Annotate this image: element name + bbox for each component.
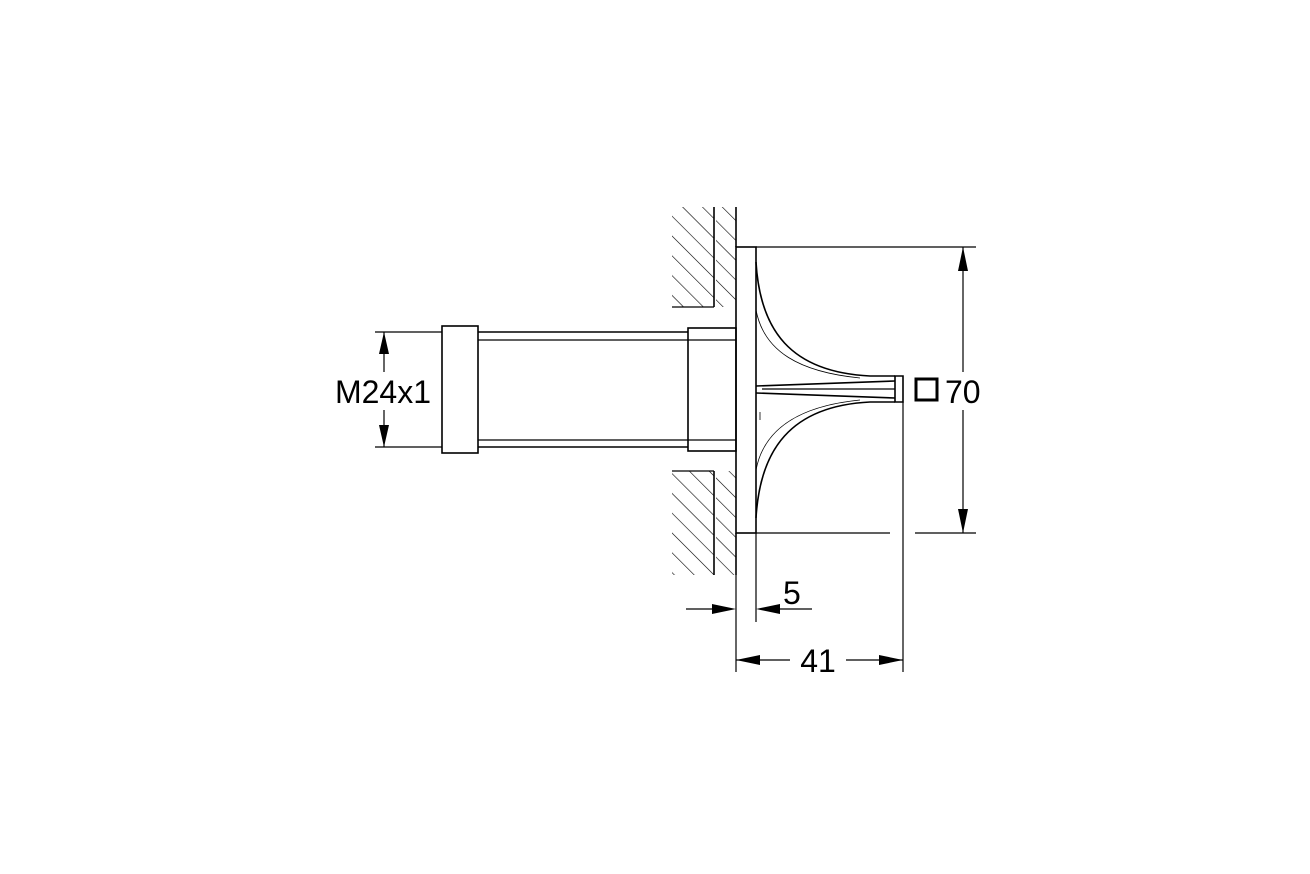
- spindle-collar: [687, 327, 737, 452]
- wall-offset-label: 5: [783, 575, 801, 611]
- thread-nut: [441, 325, 479, 454]
- threaded-spindle: [441, 325, 737, 454]
- dimension-square-size: 70: [756, 246, 981, 534]
- depth-label: 41: [800, 643, 836, 679]
- dimension-depth: 41: [735, 402, 904, 679]
- handle-profile: [755, 261, 904, 519]
- escutcheon-plate: [735, 246, 757, 534]
- wall-lower: [672, 470, 737, 575]
- thread-size-label: M24x1: [335, 374, 431, 410]
- dimension-thread: M24x1: [330, 331, 442, 448]
- wall-upper: [672, 207, 737, 308]
- dimension-wall-offset: 5: [686, 533, 812, 622]
- wall-section: [672, 207, 737, 575]
- square-size-icon: [914, 377, 939, 402]
- square-size-label: 70: [945, 374, 981, 410]
